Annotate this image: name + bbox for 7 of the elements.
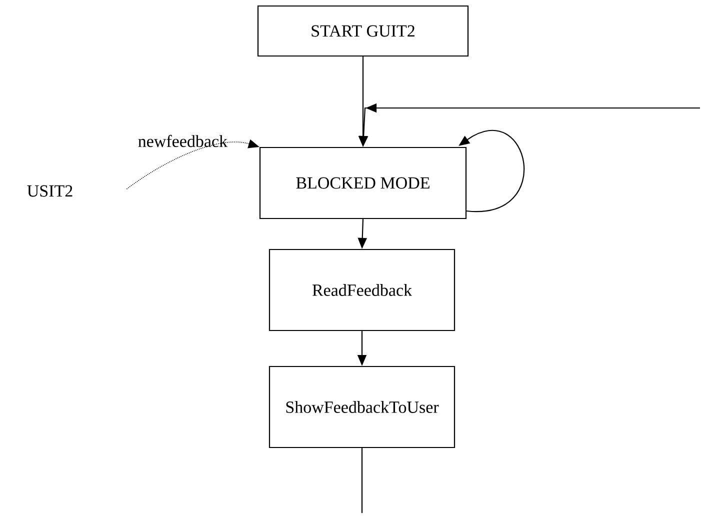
process-box: START GUIT2 <box>257 5 469 57</box>
process-box: ReadFeedback <box>268 248 456 332</box>
state-box: BLOCKED MODE <box>259 146 467 220</box>
source-label: USIT2 <box>27 185 72 197</box>
process-box: ShowFeedbackToUser <box>268 366 456 448</box>
edge-label: newfeedback <box>138 134 228 148</box>
line <box>361 448 363 514</box>
